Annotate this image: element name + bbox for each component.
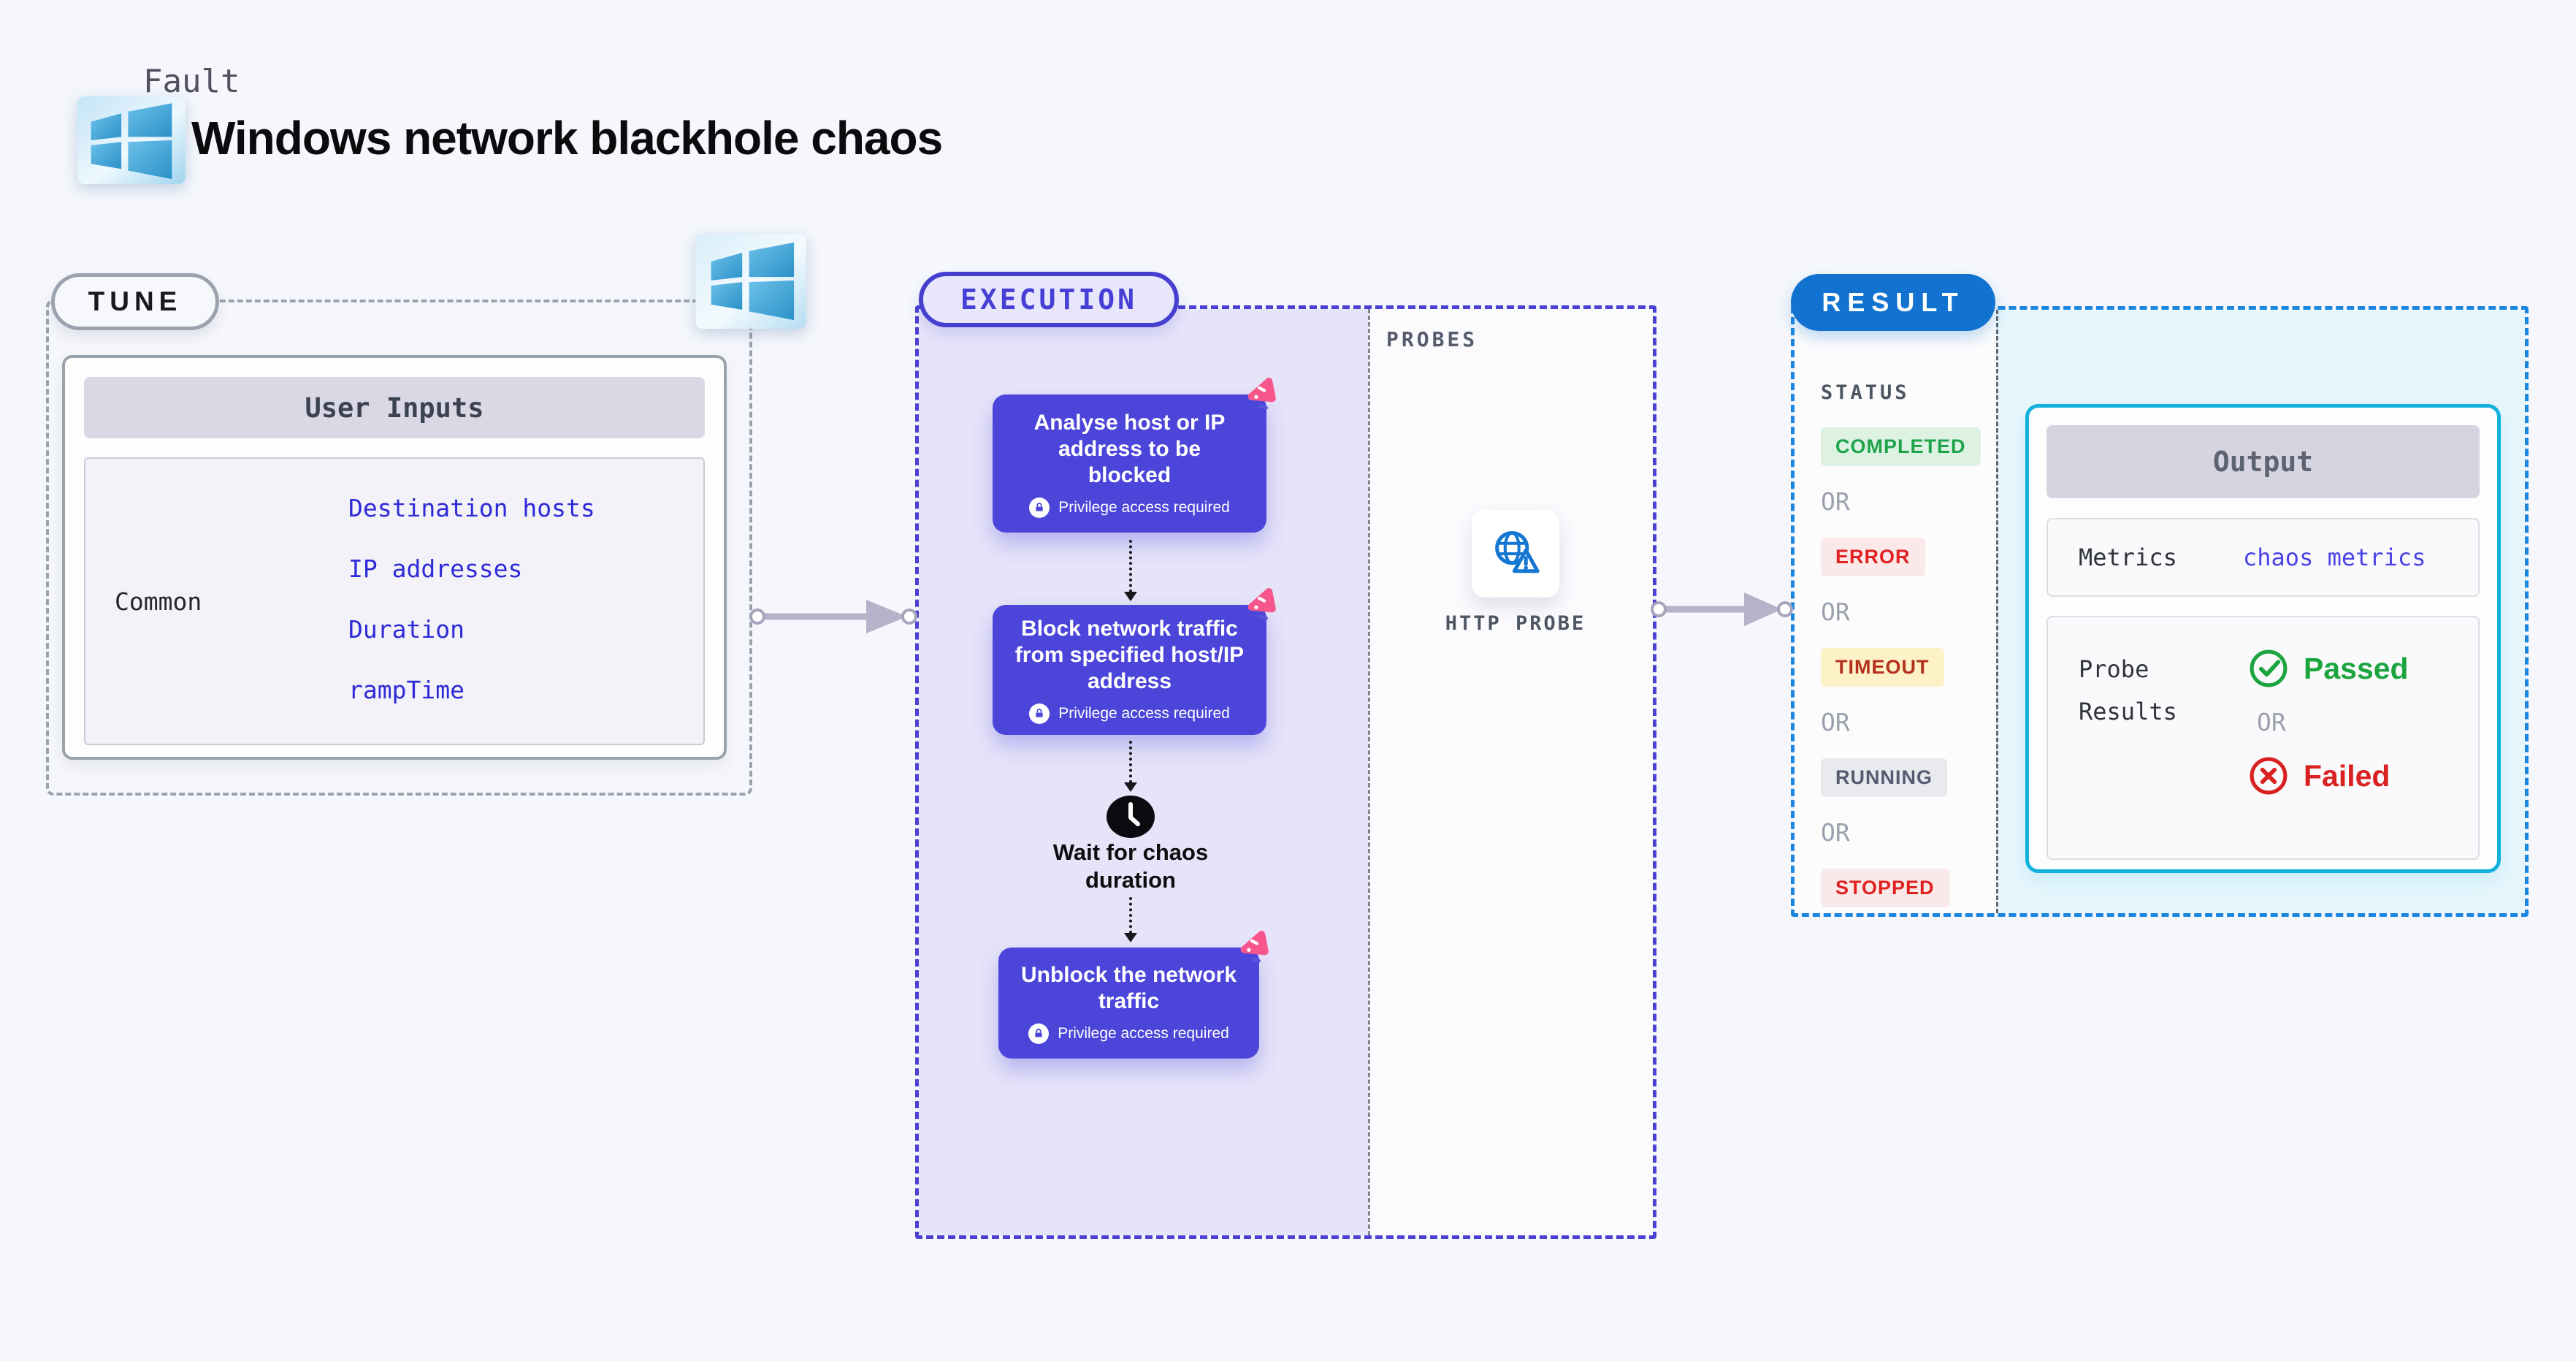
probes-panel-label: PROBES — [1386, 327, 1478, 351]
common-row-label: Common — [115, 587, 202, 616]
or-separator: OR — [1821, 598, 1850, 626]
flow-connector — [1124, 897, 1137, 942]
windows-icon — [695, 234, 806, 329]
link-destination-hosts[interactable]: Destination hosts — [348, 494, 595, 522]
globe-warning-icon — [1495, 530, 1540, 573]
privilege-badge: Privilege access required — [1029, 497, 1230, 518]
status-list: COMPLETED OR ERROR OR TIMEOUT OR RUNNING… — [1821, 427, 1981, 907]
windows-icon — [77, 96, 186, 184]
execution-pill-label: EXECUTION — [960, 283, 1137, 316]
or-separator: OR — [2257, 708, 2286, 736]
status-badge-running: RUNNING — [1821, 758, 1947, 797]
status-badge-completed: COMPLETED — [1821, 427, 1981, 466]
probe-results-row: Probe Results Passed OR Failed — [2046, 616, 2480, 860]
result-section-pill: RESULT — [1791, 274, 1995, 331]
http-probe-label: HTTP PROBE — [1445, 612, 1586, 635]
http-probe-card — [1472, 510, 1559, 598]
status-badge-stopped: STOPPED — [1821, 869, 1949, 907]
flow-connector — [1124, 540, 1137, 601]
probe-passed-item: Passed — [2248, 648, 2409, 689]
or-separator: OR — [1821, 487, 1850, 516]
chaos-pink-icon — [1231, 930, 1269, 968]
output-card: Output Metrics chaos metrics Probe Resul… — [2025, 404, 2501, 873]
probes-panel — [1368, 309, 1653, 1235]
step-block-box: Block network traffic from specified hos… — [993, 587, 1276, 735]
lock-icon — [1028, 1023, 1050, 1044]
output-title: Output — [2212, 446, 2314, 478]
status-title: STATUS — [1821, 381, 1910, 404]
metrics-row: Metrics chaos metrics — [2046, 518, 2480, 597]
tune-links-list: Destination hosts IP addresses Duration … — [348, 459, 595, 744]
probe-results-label: Probe Results — [2079, 655, 2177, 725]
chaos-pink-icon — [1239, 377, 1277, 415]
or-separator: OR — [1821, 708, 1850, 736]
user-inputs-header: User Inputs — [84, 377, 705, 438]
or-separator: OR — [1821, 818, 1850, 847]
privilege-badge-text: Privilege access required — [1058, 705, 1230, 722]
chaos-pink-icon — [1239, 587, 1277, 625]
step-wait-title: Wait for chaos duration — [1052, 839, 1209, 893]
tune-section-box — [46, 300, 752, 796]
step-unblock-box: Unblock the network traffic Privilege ac… — [998, 930, 1269, 1059]
chaos-metrics-link[interactable]: chaos metrics — [2243, 544, 2426, 571]
step-unblock-title: Unblock the network traffic — [1020, 963, 1237, 1013]
link-ramptime[interactable]: rampTime — [348, 676, 465, 704]
probe-results-values: Passed OR Failed — [2248, 648, 2409, 796]
step-block-title: Block network traffic from specified hos… — [1014, 617, 1245, 693]
clock-icon — [1105, 795, 1156, 839]
probe-failed-label: Failed — [2304, 758, 2390, 793]
probe-passed-label: Passed — [2304, 651, 2409, 685]
execution-section-pill: EXECUTION — [919, 272, 1179, 327]
metrics-label: Metrics — [2079, 544, 2177, 571]
check-circle-icon — [2250, 649, 2288, 687]
arrow-right-icon — [749, 600, 917, 633]
status-panel — [1795, 310, 1996, 913]
user-inputs-card: User Inputs Common Destination hosts IP … — [62, 355, 727, 760]
arrow-right-icon — [1651, 592, 1793, 626]
result-pill-label: RESULT — [1822, 287, 1965, 317]
status-badge-error: ERROR — [1821, 538, 1925, 576]
privilege-badge: Privilege access required — [1028, 1023, 1229, 1044]
step-analyse-box: Analyse host or IP address to be blocked… — [993, 377, 1276, 533]
privilege-badge-text: Privilege access required — [1058, 498, 1230, 516]
page-title: Windows network blackhole chaos — [191, 112, 943, 164]
fault-eyebrow-label: Fault — [143, 63, 240, 100]
probe-failed-item: Failed — [2248, 755, 2409, 796]
lock-icon — [1029, 704, 1050, 724]
privilege-badge: Privilege access required — [1029, 704, 1230, 724]
user-inputs-body: Common Destination hosts IP addresses Du… — [84, 457, 705, 745]
tune-pill-label: TUNE — [88, 286, 183, 316]
privilege-badge-text: Privilege access required — [1058, 1025, 1229, 1042]
flow-connector — [1124, 741, 1137, 792]
tune-section-pill: TUNE — [51, 273, 219, 330]
x-circle-icon — [2250, 757, 2288, 795]
user-inputs-title: User Inputs — [305, 392, 484, 424]
link-ip-addresses[interactable]: IP addresses — [348, 554, 523, 583]
link-duration[interactable]: Duration — [348, 615, 465, 644]
lock-icon — [1029, 497, 1050, 518]
output-card-header: Output — [2046, 425, 2480, 498]
step-analyse-title: Analyse host or IP address to be blocked — [1033, 410, 1226, 487]
status-badge-timeout: TIMEOUT — [1821, 648, 1944, 687]
